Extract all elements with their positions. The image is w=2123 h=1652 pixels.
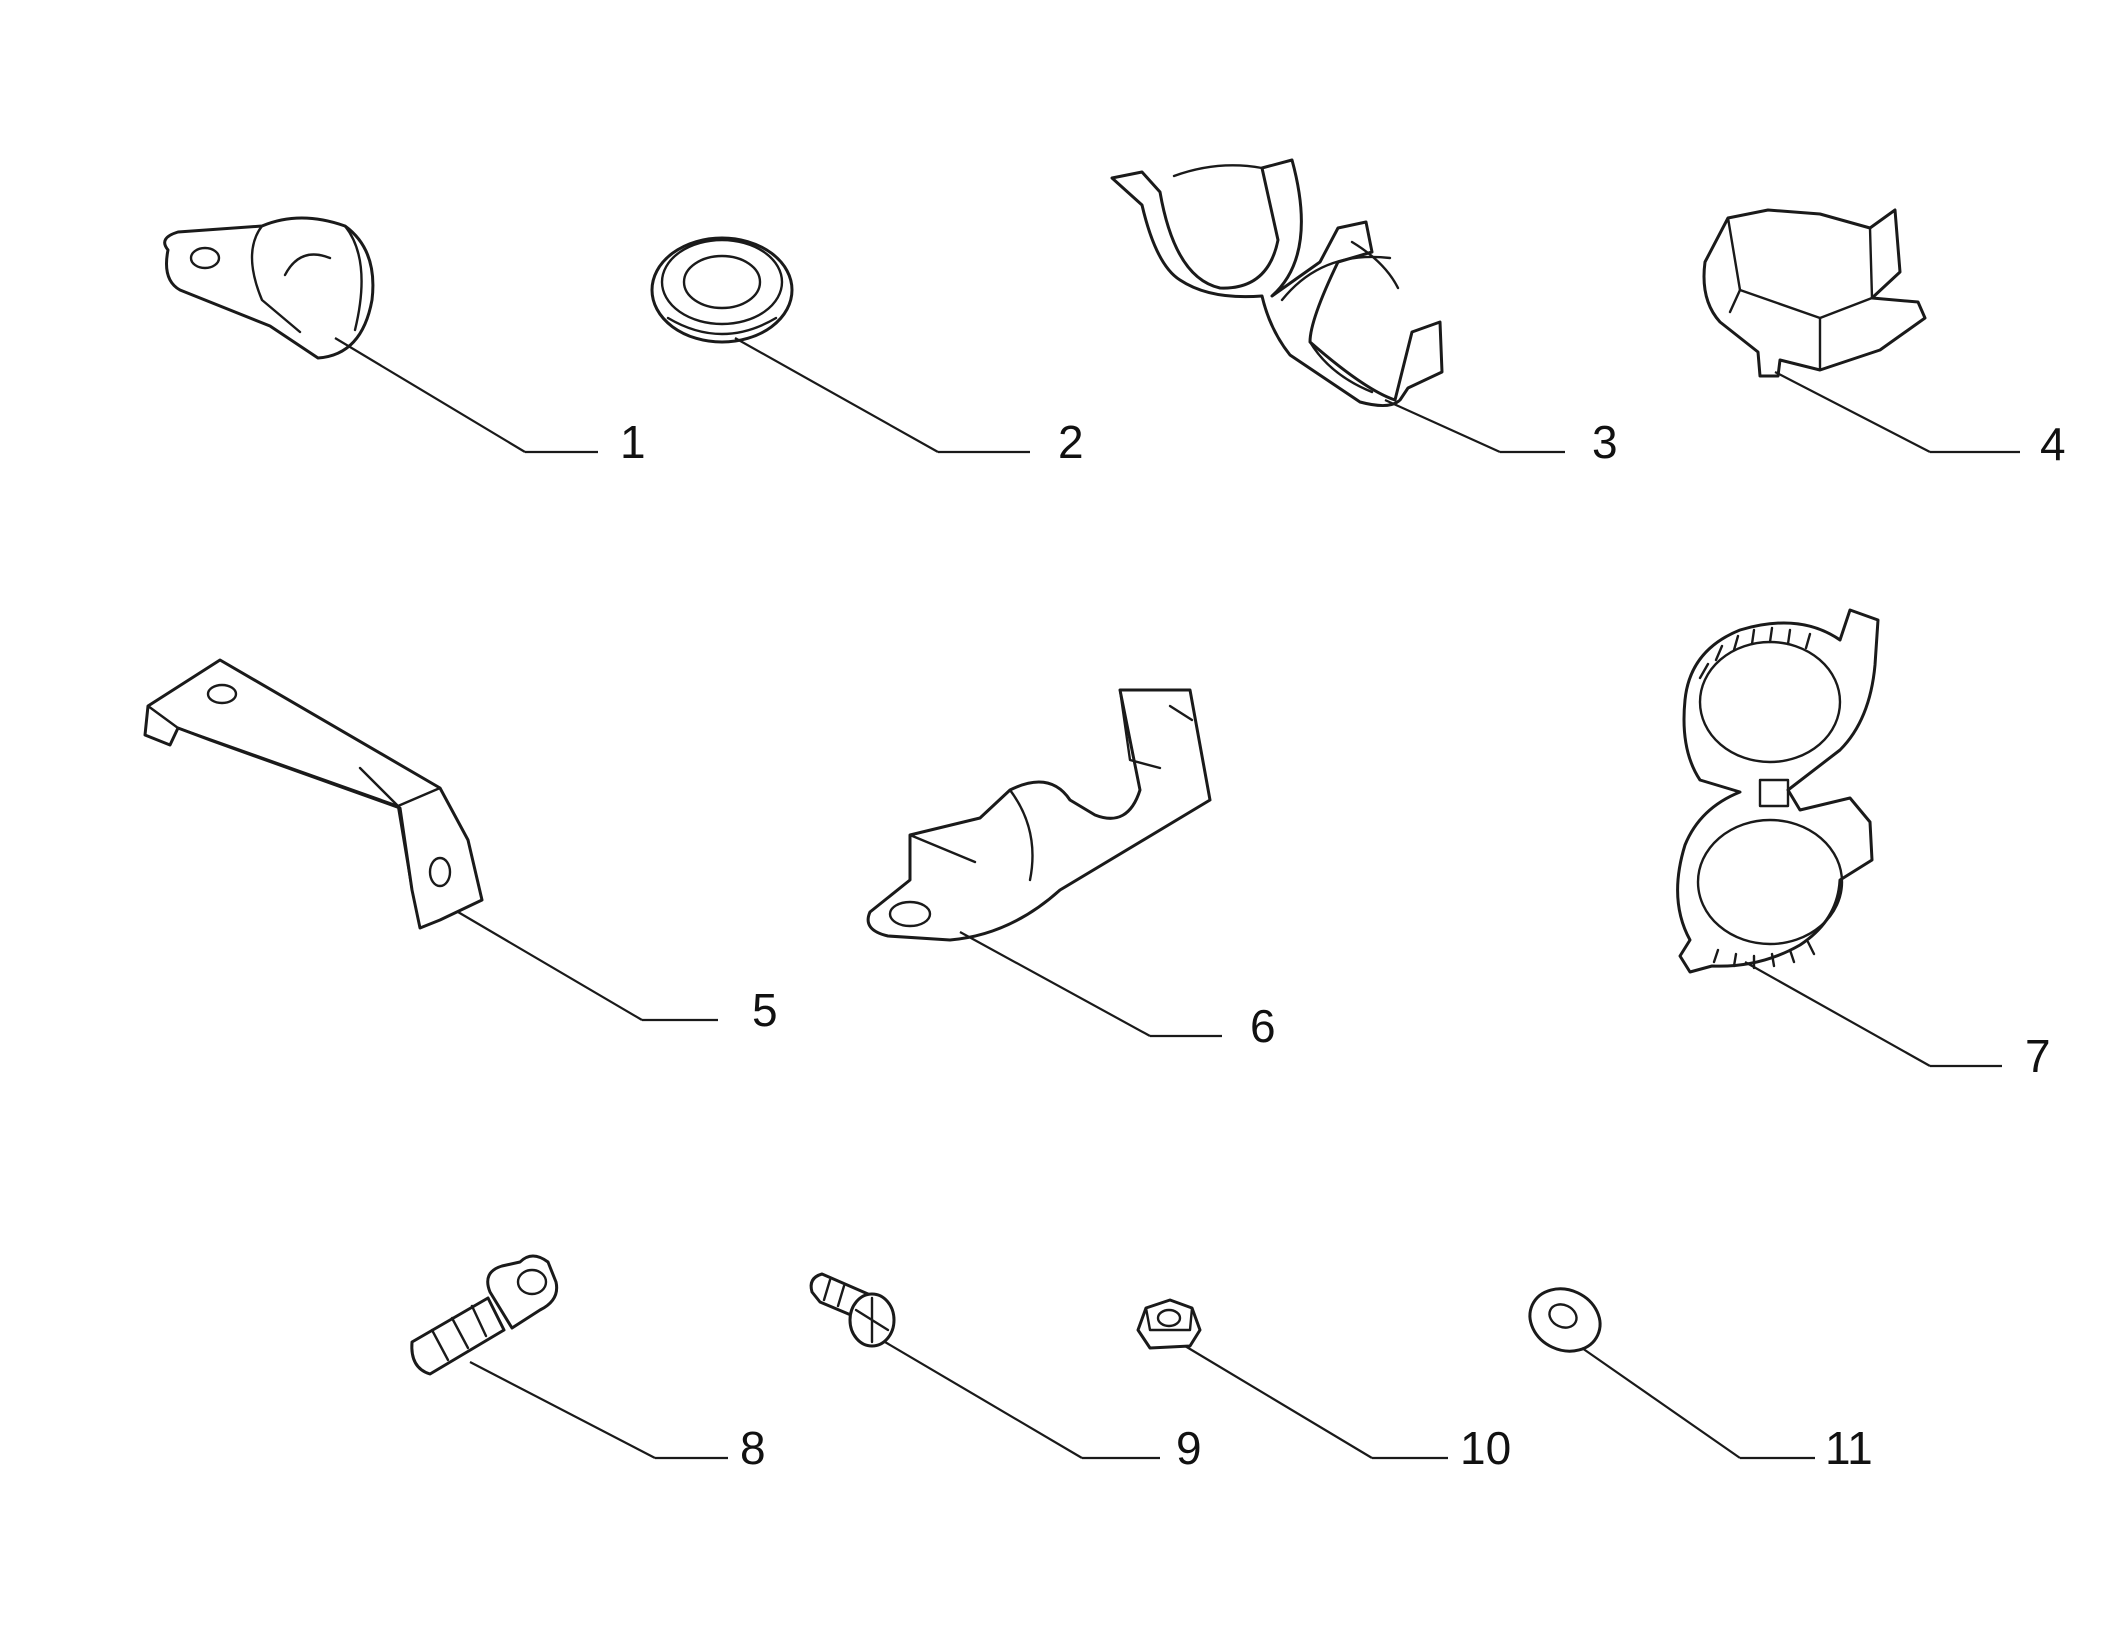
- part-10-hex-nut[interactable]: [1136, 1298, 1448, 1460]
- callout-5: 5: [752, 984, 778, 1036]
- part-2-grommet[interactable]: [650, 236, 1030, 454]
- callout-8: 8: [740, 1422, 766, 1474]
- callout-2: 2: [1058, 416, 1084, 468]
- callout-7: 7: [2025, 1030, 2051, 1082]
- callout-9: 9: [1176, 1422, 1202, 1474]
- part-6-saddle-clip[interactable]: [866, 688, 1222, 1038]
- part-3-double-clamp[interactable]: [1110, 158, 1565, 454]
- part-7-double-band-clamp[interactable]: [1676, 608, 2002, 1068]
- callout-3: 3: [1592, 416, 1618, 468]
- part-8-flange-bolt[interactable]: [410, 1254, 728, 1460]
- callout-10: 10: [1460, 1422, 1511, 1474]
- callout-1: 1: [620, 416, 646, 468]
- callout-11: 11: [1825, 1422, 1873, 1474]
- part-9-screw[interactable]: [809, 1272, 1160, 1460]
- part-5-bent-bracket[interactable]: [143, 658, 718, 1022]
- part-4-harness-holder[interactable]: [1702, 208, 2020, 454]
- callout-4: 4: [2040, 418, 2066, 470]
- callout-6: 6: [1250, 1000, 1276, 1052]
- part-11-washer[interactable]: [1520, 1278, 1815, 1460]
- part-1-cable-clip[interactable]: [163, 216, 598, 454]
